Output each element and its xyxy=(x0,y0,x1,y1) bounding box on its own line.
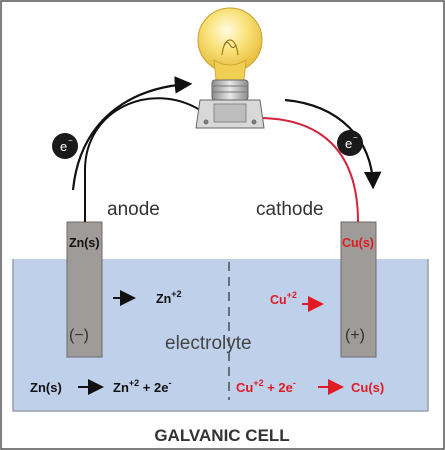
beaker-outline xyxy=(12,259,429,412)
anode-products: Zn+2 + 2e- xyxy=(113,378,171,395)
cathode-polarity: (+) xyxy=(345,327,365,344)
electron-flow-arrow-right xyxy=(284,98,382,190)
electron-charge: − xyxy=(353,133,358,142)
wire-left xyxy=(84,97,201,222)
electron-badge-right: e − xyxy=(337,130,363,156)
cathode-label: cathode xyxy=(256,199,324,220)
diagram-title: GALVANIC CELL xyxy=(154,426,289,445)
cathode-electrode-label: Cu(s) xyxy=(342,236,374,250)
anode-label: anode xyxy=(107,199,160,220)
cathode-product: Cu(s) xyxy=(351,380,384,395)
electrolyte-label: electrolyte xyxy=(165,333,252,354)
anode-half-reaction: Zn(s) Zn+2 + 2e- xyxy=(30,378,171,395)
zinc-ion: Zn+2 xyxy=(156,289,182,306)
anode-reactant: Zn(s) xyxy=(30,380,62,395)
cathode-half-reaction: Cu+2 + 2e- Cu(s) xyxy=(236,378,384,395)
electron-symbol: e xyxy=(60,139,67,154)
copper-electrode xyxy=(340,221,377,358)
electron-badge-left: e − xyxy=(52,133,78,159)
copper-ion: Cu+2 xyxy=(270,290,297,307)
electron-symbol: e xyxy=(345,136,352,151)
wire-right xyxy=(257,117,359,223)
electron-flow-arrow-left xyxy=(71,76,193,191)
anode-electrode-label: Zn(s) xyxy=(69,236,100,250)
anode-polarity: (−) xyxy=(69,327,89,344)
zinc-electrode xyxy=(66,221,103,358)
cathode-reactants: Cu+2 + 2e- xyxy=(236,378,296,395)
electron-charge: − xyxy=(68,136,73,145)
light-bulb-icon xyxy=(195,7,265,129)
